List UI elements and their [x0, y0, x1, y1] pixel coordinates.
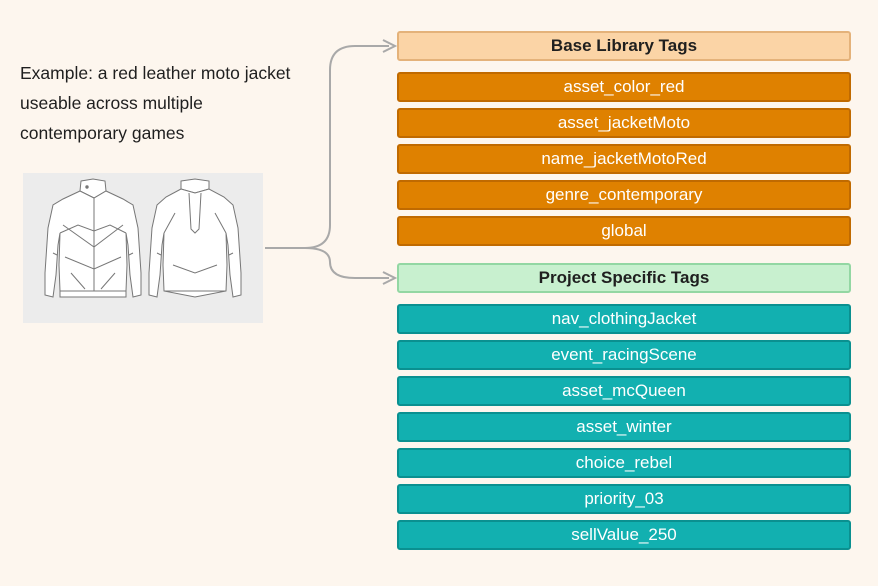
base-library-header: Base Library Tags: [397, 31, 851, 61]
base-tag-global: global: [397, 216, 851, 246]
base-tag-color-red: asset_color_red: [397, 72, 851, 102]
project-tag-winter: asset_winter: [397, 412, 851, 442]
arrowhead-to-project-specific: [382, 271, 398, 285]
project-tag-event: event_racingScene: [397, 340, 851, 370]
arrowhead-to-base-library: [382, 39, 398, 53]
example-caption: Example: a red leather moto jacket useab…: [20, 63, 291, 143]
jacket-illustration: [23, 173, 263, 323]
base-tag-genre: genre_contemporary: [397, 180, 851, 210]
jacket-back-drawing: [148, 178, 242, 298]
project-tag-priority: priority_03: [397, 484, 851, 514]
connector-lower-branch: [304, 247, 389, 279]
project-tag-mcqueen: asset_mcQueen: [397, 376, 851, 406]
jacket-front-drawing: [44, 178, 142, 298]
project-tag-choice: choice_rebel: [397, 448, 851, 478]
project-tag-nav: nav_clothingJacket: [397, 304, 851, 334]
project-specific-header: Project Specific Tags: [397, 263, 851, 293]
base-tag-jacket-moto: asset_jacketMoto: [397, 108, 851, 138]
base-tag-name: name_jacketMotoRed: [397, 144, 851, 174]
project-tag-sell-value: sellValue_250: [397, 520, 851, 550]
